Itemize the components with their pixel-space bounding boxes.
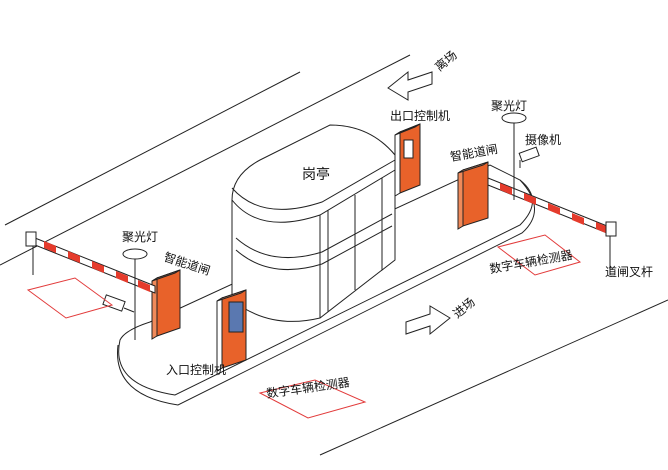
spotlight-right-pole [501,112,527,200]
entry-controller-box [216,289,247,372]
spotlight-left-pole [122,248,148,340]
spotlight-left-label: 聚光灯 [122,230,159,244]
right-barrier-arm [487,177,617,275]
right-barrier-gate [457,161,489,230]
left-barrier-arm [25,231,156,294]
camera-right [518,146,540,168]
entry-arrow [405,305,451,336]
road-edge-bottom [319,299,668,456]
kiosk-booth [231,124,396,322]
exit-arrow [387,70,433,101]
camera-label: 摄像机 [525,133,562,147]
road-edge-top [0,54,411,266]
kiosk-label: 岗亭 [302,167,330,183]
vehicle-detector-left-top-loop [26,277,114,319]
road-edge-top-inner [4,71,301,226]
spotlight-right-label: 聚光灯 [491,99,528,113]
left-barrier-gate [151,269,181,340]
vehicle-detector-left-loop [258,379,367,419]
camera-left [102,294,135,313]
entry-controller-label: 入口控制机 [166,363,227,377]
barrier-fork-label: 道闸叉杆 [605,265,654,279]
exit-controller-box [394,123,421,197]
exit-controller-label: 出口控制机 [390,109,451,123]
vehicle-detector-right-loop [496,234,582,276]
